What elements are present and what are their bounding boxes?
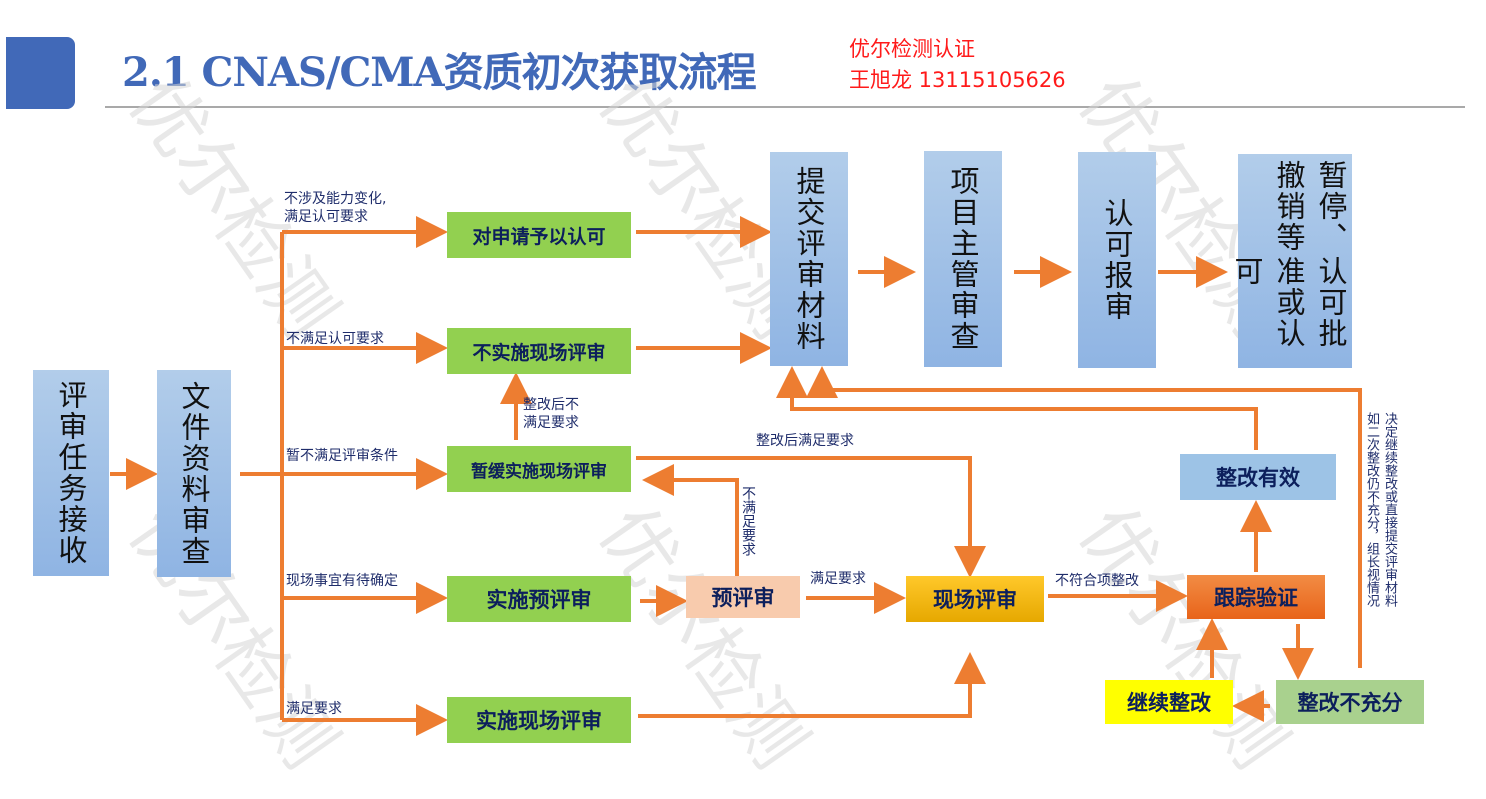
contact-person: 王旭龙 13115105626	[849, 68, 1066, 92]
label-decision-2: 如二次整改仍不充分，组长视情况	[1364, 412, 1379, 607]
label-pre-meets: 满足要求	[810, 571, 866, 587]
contact-info: 优尔检测认证 王旭龙 13115105626	[849, 34, 1066, 96]
node-approve-suspend: 暂停、撤销等 认可批准或认可	[1230, 154, 1352, 368]
node-onsite-review: 现场评审	[906, 576, 1044, 622]
label-decision-1: 决定继续整改或直接提交评审材料	[1382, 412, 1397, 607]
label-no-capability-change: 不涉及能力变化, 满足认可要求	[284, 191, 387, 225]
arrow-effective-to-submit	[776, 366, 1258, 450]
label-meets-req: 满足要求	[286, 701, 342, 717]
label-not-meet-conditions: 暂不满足评审条件	[286, 448, 398, 464]
node-track-verify: 跟踪验证	[1187, 575, 1325, 619]
node-grant: 对申请予以认可	[447, 212, 631, 258]
label-onsite-pending: 现场事宜有待确定	[286, 573, 398, 589]
arrow-decision-to-submit	[806, 366, 1362, 668]
node-pre-review: 预评审	[686, 576, 800, 618]
page-title: 2.1 CNAS/CMA资质初次获取流程	[122, 49, 757, 96]
node-suspend: 暂停、撤销等	[1272, 160, 1348, 253]
title-divider	[105, 106, 1465, 108]
node-no-onsite: 不实施现场评审	[447, 328, 631, 374]
node-continue-rectify: 继续整改	[1105, 680, 1233, 724]
arrow-defer-to-onsite	[636, 456, 986, 578]
label-not-meet-vertical: 不满足要求	[740, 486, 756, 556]
node-submit-materials: 提交评审材料	[770, 152, 848, 366]
node-approve: 认可批准或认可	[1230, 256, 1348, 349]
node-task-receive: 评审任务接收	[33, 370, 109, 576]
label-after-fix-not-meet: 整改后不 满足要求	[523, 397, 579, 431]
node-do-pre-review: 实施预评审	[447, 576, 631, 622]
node-report-review: 认可报审	[1078, 152, 1156, 368]
contact-company: 优尔检测认证	[849, 37, 975, 61]
node-rectify-insufficient: 整改不充分	[1276, 680, 1424, 724]
node-project-supervisor: 项目主管审查	[924, 151, 1002, 367]
label-after-fix-meet: 整改后满足要求	[756, 433, 854, 449]
arrow-pre-to-defer	[642, 464, 739, 578]
node-defer-onsite: 暂缓实施现场评审	[447, 446, 631, 492]
label-not-meet-accreditation: 不满足认可要求	[286, 331, 384, 347]
arrow-doonsite-to-onsite	[638, 652, 986, 718]
title-accent-bar	[6, 37, 75, 109]
node-rectify-effective: 整改有效	[1180, 454, 1336, 500]
node-do-onsite: 实施现场评审	[447, 697, 631, 743]
node-doc-review: 文件资料审查	[157, 370, 231, 577]
label-nonconformity-fix: 不符合项整改	[1055, 573, 1139, 589]
